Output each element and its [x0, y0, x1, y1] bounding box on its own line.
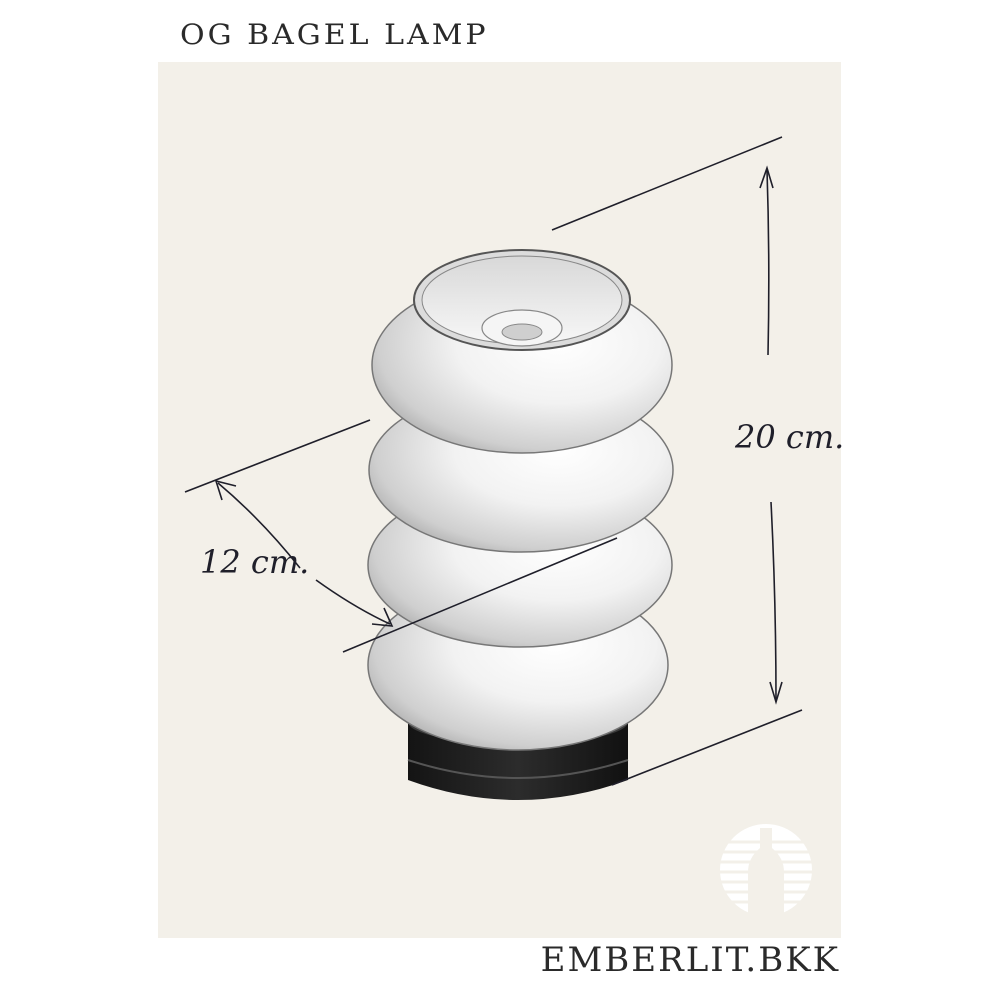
height-dimension: [551, 136, 803, 786]
lamp-top-opening: [413, 249, 631, 351]
product-title: OG BAGEL LAMP: [180, 19, 489, 52]
brand-name: EMBERLIT.BKK: [540, 940, 840, 980]
width-label: 12 cm.: [200, 543, 310, 581]
width-dimension: [184, 419, 618, 653]
height-label: 20 cm.: [735, 418, 845, 456]
bottle-logo-icon: [720, 824, 812, 916]
